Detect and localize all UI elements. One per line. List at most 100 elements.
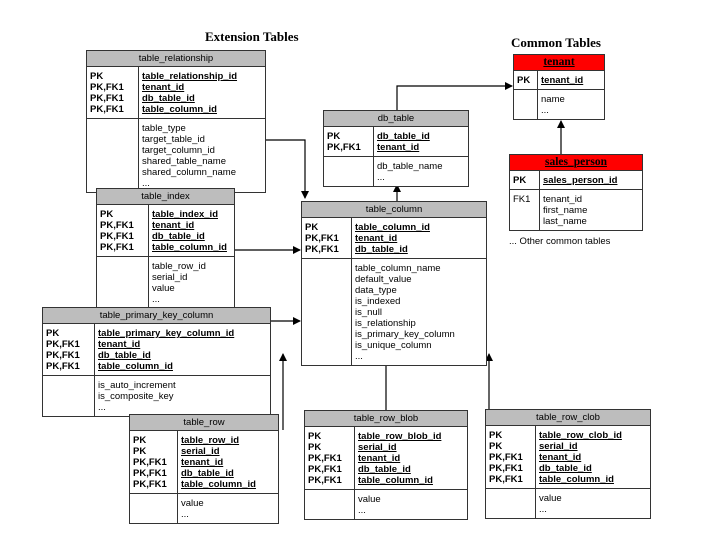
key-marker: PK,FK1 [100, 231, 134, 242]
attribute-name: tenant_id [543, 194, 583, 205]
entity-title: table_row [130, 415, 278, 431]
attribute-section: value... [130, 494, 278, 523]
attribute-key-markers [486, 489, 536, 518]
attribute-name: is_primary_key_column [355, 329, 455, 340]
entity-title: table_row_blob [305, 411, 467, 427]
key-marker: PK,FK1 [327, 142, 361, 153]
attribute-section: value... [305, 490, 467, 519]
key-marker: PK,FK1 [489, 474, 523, 485]
attribute-name: value [181, 498, 204, 509]
attribute-name: default_value [355, 274, 412, 285]
key-column-name: db_table_id [539, 463, 592, 474]
key-column-name: db_table_id [355, 244, 408, 255]
key-column-name: table_row_blob_id [358, 431, 442, 442]
entity-title: tenant [514, 55, 604, 71]
common-tables-heading: Common Tables [511, 35, 601, 50]
key-markers: PK [514, 71, 538, 89]
attribute-name: is_indexed [355, 296, 401, 307]
attribute-name: ... [142, 178, 150, 189]
key-marker: PK [513, 175, 527, 186]
other-common-tables-note: ... Other common tables [509, 236, 611, 247]
key-column-name: serial_id [358, 442, 397, 453]
attribute-name: data_type [355, 285, 397, 296]
key-column-name: table_column_id [142, 104, 217, 115]
key-marker: PK,FK1 [305, 233, 339, 244]
attribute-key-markers [97, 257, 149, 308]
attribute-list: name... [538, 90, 568, 119]
key-column-name: tenant_id [142, 82, 185, 93]
key-column-name: db_table_id [181, 468, 234, 479]
attribute-name: ... [152, 294, 160, 305]
key-marker: PK,FK1 [46, 350, 80, 361]
entity-title: table_primary_key_column [43, 308, 270, 324]
extension-tables-heading: Extension Tables [205, 29, 299, 44]
key-column-name: db_table_id [98, 350, 151, 361]
entity-title: table_index [97, 189, 234, 205]
attribute-name: value [152, 283, 175, 294]
attribute-name: value [539, 493, 562, 504]
key-marker: PK [133, 435, 147, 446]
key-column-name: table_column_id [358, 475, 433, 486]
key-column-name: table_row_clob_id [539, 430, 622, 441]
key-column-name: db_table_id [152, 231, 205, 242]
key-column-name: serial_id [181, 446, 220, 457]
entity-title: sales_person [510, 155, 642, 171]
key-marker: PK,FK1 [90, 93, 124, 104]
attribute-key-markers [87, 119, 139, 192]
key-column-name: table_column_id [355, 222, 430, 233]
attribute-name: last_name [543, 216, 587, 227]
fk-marker: FK1 [513, 194, 531, 205]
entity-title: table_row_clob [486, 410, 650, 426]
attribute-name: name [541, 94, 565, 105]
key-marker: PK,FK1 [100, 242, 134, 253]
attribute-list: value... [355, 490, 384, 519]
attribute-name: is_relationship [355, 318, 416, 329]
key-column-name: serial_id [539, 441, 578, 452]
key-marker: PK [46, 328, 60, 339]
key-marker: PK [100, 209, 114, 220]
entity-title: table_relationship [87, 51, 265, 67]
key-marker: PK,FK1 [133, 457, 167, 468]
key-marker: PK,FK1 [308, 464, 342, 475]
attribute-list: db_table_name... [374, 157, 446, 186]
attribute-name: ... [539, 504, 547, 515]
key-column-name: tenant_id [181, 457, 224, 468]
attribute-section: name... [514, 90, 604, 119]
attribute-name: table_row_id [152, 261, 206, 272]
attribute-name: ... [355, 351, 363, 362]
attribute-name: ... [541, 105, 549, 116]
attribute-key-markers [302, 259, 352, 365]
attribute-key-markers [324, 157, 374, 186]
attribute-key-markers [43, 376, 95, 416]
key-marker: PK,FK1 [308, 453, 342, 464]
key-marker: PK,FK1 [46, 339, 80, 350]
attribute-name: table_column_name [355, 263, 441, 274]
attribute-name: table_type [142, 123, 186, 134]
key-marker: PK [489, 430, 503, 441]
line-relationship-to-column [265, 139, 309, 199]
attribute-name: shared_column_name [142, 167, 237, 178]
key-marker: PK,FK1 [133, 479, 167, 490]
